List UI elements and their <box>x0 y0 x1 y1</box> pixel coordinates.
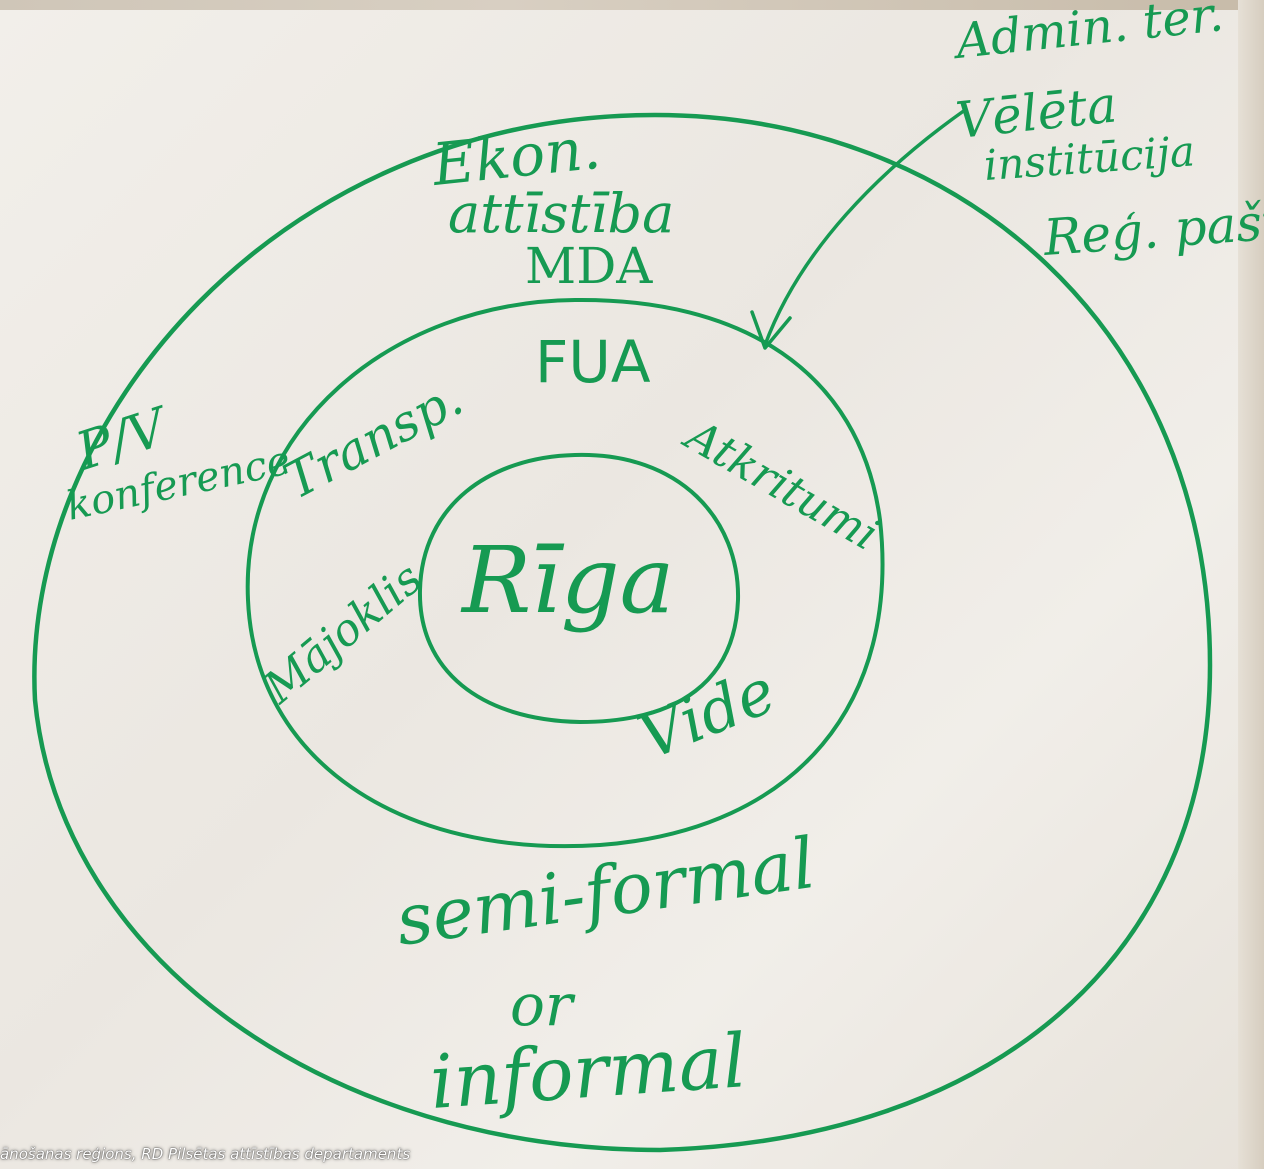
arrow-head <box>750 310 792 350</box>
center-label: Rīga <box>460 527 674 634</box>
middle-topic-transport: Transp. <box>274 369 471 511</box>
wall-edge-top <box>0 0 1264 10</box>
paper-edge-right <box>1238 0 1264 1169</box>
outside-admin-territory: Admin. ter. <box>949 0 1226 70</box>
outer-note-informal: informal <box>427 1018 749 1126</box>
outer-topic-mda: MDA <box>525 237 653 295</box>
outer-circle <box>32 112 1213 1153</box>
outer-note-or: or <box>510 971 576 1039</box>
outside-regional-gov: Reģ. pašv. <box>1041 191 1264 267</box>
arrow-line <box>763 108 967 347</box>
inner-circle <box>417 452 741 725</box>
middle-circle <box>245 297 885 849</box>
photo-caption: ānošanas reģions, RD Pilsētas attīstības… <box>0 1145 411 1163</box>
middle-ring-title: FUA <box>535 328 651 396</box>
middle-topic-waste: Atkritumi <box>674 408 887 560</box>
middle-topic-housing: Mājoklis <box>254 553 432 714</box>
middle-topic-environment: Vide <box>628 654 785 774</box>
outer-topic-development: attīstība <box>448 182 674 245</box>
